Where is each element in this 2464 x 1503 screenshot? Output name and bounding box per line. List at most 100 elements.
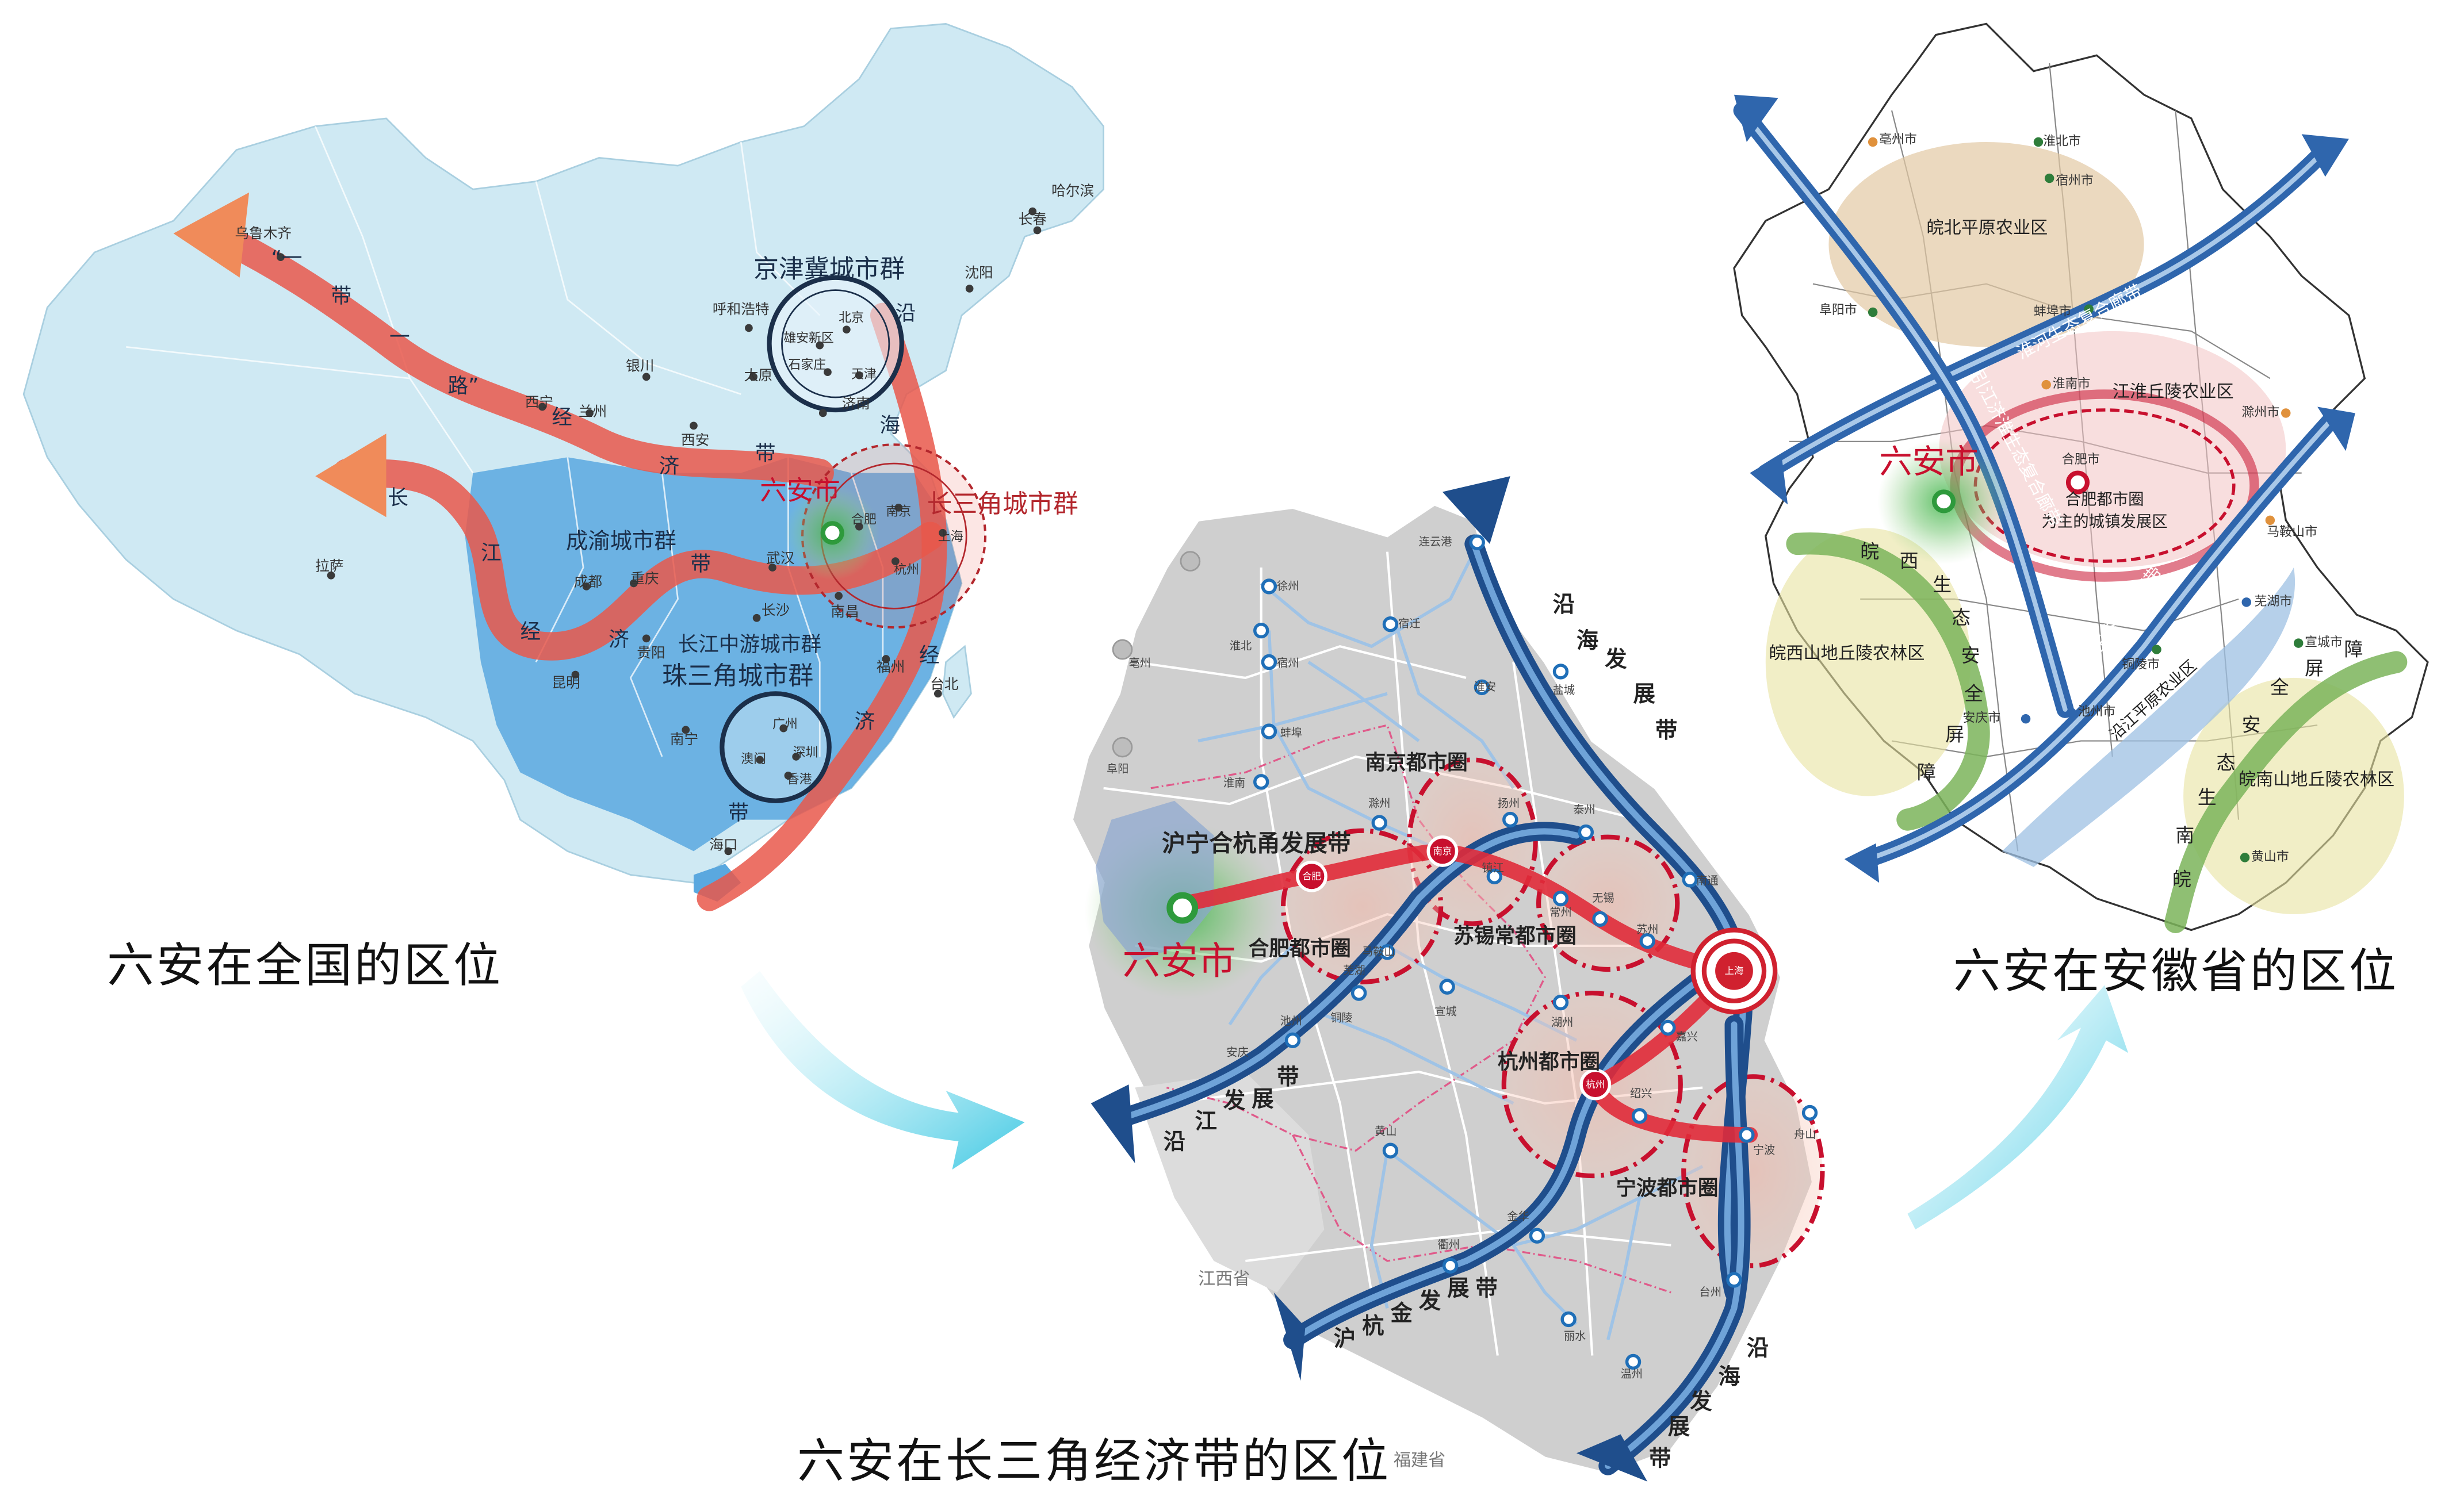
label-bengbu-yrd: 蚌埠	[1280, 726, 1302, 739]
label-shaoxing: 绍兴	[1630, 1087, 1652, 1100]
label-luan-anhui: 六安市	[1879, 443, 1979, 481]
wannan-barrier-arc	[2164, 651, 2408, 933]
label-huaibei-yrd: 淮北	[1230, 639, 1252, 653]
label-lianyungang: 连云港	[1419, 535, 1452, 549]
label-xian: 西安	[681, 431, 709, 448]
label-suzhou: 苏州	[1636, 923, 1658, 936]
label-zone-wanxi: 皖西山地丘陵农林区	[1769, 643, 1924, 664]
jingjinji-ring	[767, 275, 904, 413]
label-anqing-ah: 安庆市	[1962, 711, 2000, 726]
arrowhead-huaihe-ne	[2301, 134, 2349, 177]
label-harbin: 哈尔滨	[1051, 182, 1094, 199]
label-lhasa: 拉萨	[315, 558, 343, 574]
zone-yanjiang	[2002, 568, 2295, 867]
wannan-barrier-char-2: 生	[2198, 786, 2217, 808]
national-map: 乌鲁木齐 哈尔滨 长春 沈阳 呼和浩特 太原 银川 西宁 兰州 西安 拉萨 成都…	[22, 23, 1104, 911]
wanxi-barrier-char-6: 屏	[1945, 723, 1964, 746]
yrd-coastal-bottom-char-0: 沿	[1747, 1335, 1769, 1361]
yrd-hub-labels: 合肥 南京 杭州 上海	[1302, 846, 1743, 1090]
label-changsha: 长沙	[762, 601, 790, 618]
yrd-province-boundary	[1150, 724, 1546, 1152]
national-city-dots	[277, 207, 1042, 856]
wannan-barrier-char-0: 皖	[2172, 868, 2191, 891]
label-huainan-ah: 淮南市	[2053, 377, 2091, 392]
yrd-province-boundary-2	[1292, 1134, 1671, 1294]
yrd-blue-belts	[1109, 534, 1753, 1475]
yrd-hubs	[1166, 835, 1778, 1101]
jingjinji-inner	[781, 289, 890, 398]
wannan-barrier-char-4: 安	[2242, 714, 2261, 736]
yrd-coastal-top-char-1: 海	[1577, 628, 1598, 654]
label-zhenjiang: 镇江	[1482, 861, 1503, 875]
flow-arrow-right	[1907, 985, 2129, 1230]
label-anqing-yrd: 安庆	[1226, 1046, 1248, 1059]
label-aomen: 澳门	[741, 752, 766, 766]
label-chongqing: 重庆	[630, 570, 659, 586]
yrd-hujin-char-1: 杭	[1362, 1313, 1384, 1339]
yrd-circle-labels: 南京都市圈 合肥都市圈 苏锡常都市圈 杭州都市圈 宁波都市圈	[1249, 751, 1719, 1200]
hub-hangzhou	[1579, 1068, 1612, 1101]
circle-ningbo	[1681, 1074, 1825, 1268]
label-xining: 西宁	[525, 393, 553, 410]
coastal-char-1: 海	[879, 413, 900, 437]
hub-label-shanghai: 上海	[1725, 965, 1744, 976]
label-chizhou-yrd: 池州	[1280, 1014, 1302, 1027]
label-circle-sxc: 苏锡常都市圈	[1453, 924, 1577, 948]
label-huainan-yrd: 淮南	[1223, 776, 1245, 789]
label-xiongan: 雄安新区	[783, 331, 834, 346]
label-jinan: 济南	[842, 395, 870, 412]
coastal-belt	[697, 302, 947, 911]
label-changchun: 长春	[1019, 211, 1047, 228]
label-xuzhou: 徐州	[1277, 579, 1299, 592]
label-kunming: 昆明	[552, 674, 580, 691]
label-tongling-ah: 铜陵市	[2122, 657, 2160, 672]
silk-road-char-4: 经	[552, 406, 572, 430]
label-circle-ningbo: 宁波都市圈	[1616, 1176, 1718, 1200]
anhui-city-dots	[1868, 137, 2304, 862]
label-guiyang: 贵阳	[637, 644, 665, 661]
label-shenyang: 沈阳	[965, 264, 993, 281]
label-changjiang-mid: 长江中游城市群	[678, 632, 821, 656]
silk-road-char-6: 带	[755, 442, 776, 466]
label-chuzhou-yrd: 滁州	[1368, 797, 1390, 810]
yrd-coastal-top-char-2: 发	[1605, 647, 1627, 673]
label-chuzhou-ah: 滁州市	[2242, 405, 2280, 420]
wanxi-barrier-char-1: 西	[1900, 550, 1919, 572]
label-tianjin: 天津	[851, 367, 877, 382]
label-taizhou-zj: 台州	[1700, 1285, 1721, 1298]
label-circle-nanjing: 南京都市圈	[1365, 751, 1468, 774]
wanxi-barrier-label: 皖 西 生 态 安 全 屏 障	[1860, 540, 1983, 784]
hub-shanghai	[1715, 952, 1753, 990]
label-jiangxi: 江西省	[1198, 1269, 1250, 1289]
changjiang-char-0: 长	[388, 486, 408, 509]
label-zhoushan: 舟山	[1794, 1128, 1816, 1141]
wannan-barrier-char-7: 障	[2344, 638, 2363, 661]
yrd-coastal-bottom-char-2: 发	[1690, 1389, 1712, 1415]
label-yangzhou: 扬州	[1498, 797, 1520, 810]
label-taiyuan: 太原	[744, 367, 772, 384]
label-wuhan: 武汉	[766, 550, 794, 566]
label-fuyang-yrd: 阜阳	[1107, 762, 1128, 775]
label-yinchuan: 银川	[626, 357, 654, 374]
yrd-city-labels: 连云港 徐州 宿迁 淮北 宿州 亳州 蚌埠 阜阳 淮南 淮安 盐城 滁州 扬州 …	[1107, 535, 1816, 1381]
zone-wanbei	[1828, 142, 2144, 347]
arrowhead-hujin	[1273, 1292, 1306, 1381]
label-luan-yrd: 六安市	[1123, 939, 1236, 983]
yrd-yanjiang-char-3: 展	[1252, 1086, 1274, 1112]
changjiang-char-2: 经	[520, 620, 541, 643]
taiwan	[942, 645, 972, 719]
label-wuhu-yrd: 芜湖	[1343, 964, 1365, 977]
coastal-belt-label-national: 沿 海 经 济 带	[728, 302, 939, 825]
silk-road-belt-label: “一 带 一 路” 经 济 带	[271, 247, 775, 478]
silk-road-char-3: 路”	[447, 374, 479, 398]
yrd-coastal-bottom-char-1: 海	[1719, 1364, 1740, 1390]
label-nanchang: 南昌	[831, 603, 859, 620]
anhui-hefei-marker	[2065, 470, 2090, 494]
label-bengbu-ah: 蚌埠市	[2034, 305, 2072, 319]
wanxi-barrier-char-5: 全	[1964, 682, 1983, 704]
zone-wannan	[2183, 677, 2404, 915]
label-fuzhou: 福州	[877, 658, 905, 675]
wannan-barrier-char-5: 全	[2270, 676, 2289, 698]
label-chengdu: 成都	[574, 573, 602, 590]
